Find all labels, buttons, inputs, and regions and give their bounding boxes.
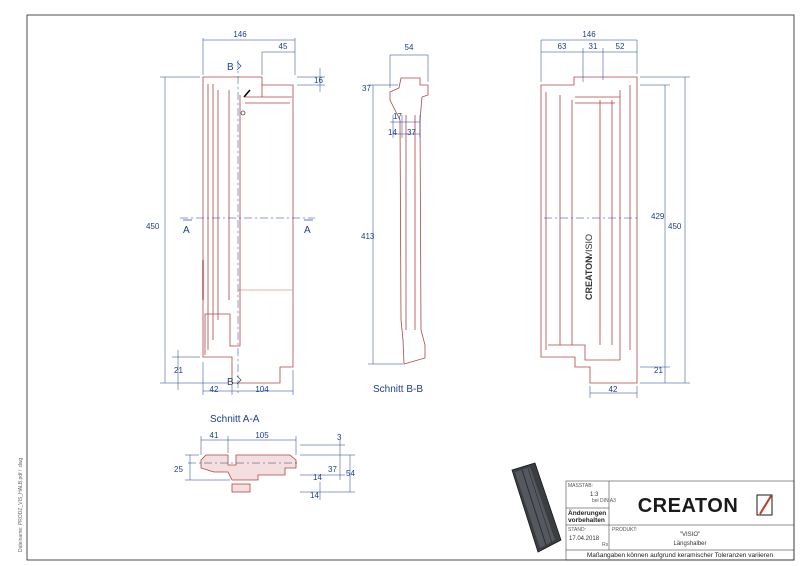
tolerance-footer: Maßangaben können aufgrund keramischer T… <box>587 552 774 559</box>
dim-aa-37: 37 <box>328 465 337 474</box>
dim-back-429: 429 <box>651 212 665 221</box>
tile-preview-image <box>511 462 562 553</box>
front-view <box>202 76 294 384</box>
creaton-logo: CREATON <box>638 495 739 517</box>
dim-bb-37: 37 <box>407 128 416 137</box>
section-aa-view <box>200 454 297 493</box>
dim-front-top-right: 45 <box>279 42 288 51</box>
section-mark-b-bottom: B <box>227 377 234 388</box>
dim-aa-105: 105 <box>255 431 269 440</box>
dim-back-450: 450 <box>668 222 682 231</box>
drawing-frame <box>26 14 795 561</box>
stand-value: 17.04.2018 <box>569 536 600 542</box>
dim-front-bottom-left: 21 <box>174 366 183 375</box>
back-product-embossing: VISIO <box>584 234 594 258</box>
dim-bb-14: 14 <box>388 128 397 137</box>
dim-back-bottom-width: 42 <box>609 385 618 394</box>
stand-label: STAND: <box>568 527 586 533</box>
section-mark-a-left: A <box>183 225 190 236</box>
back-brand-embossing: CREATON <box>584 256 594 300</box>
title-block <box>565 480 795 561</box>
changes-line-1: Änderungen <box>568 509 606 517</box>
scale-value: 1:3 <box>590 492 599 498</box>
product-value: "VISIO" <box>680 532 700 538</box>
dim-bb-top-width: 54 <box>405 43 414 52</box>
file-name-label: Dateiname: PRODZ_VIS_HALB.pdf / .dwg <box>18 458 24 552</box>
dim-back-bottom-right: 21 <box>654 366 663 375</box>
dim-aa-14a: 14 <box>313 473 322 482</box>
dim-back-63: 63 <box>558 42 567 51</box>
section-bb-view <box>389 77 429 365</box>
scale-note: bei DIN A3 <box>592 498 616 504</box>
back-view <box>540 76 638 384</box>
dim-aa-25: 25 <box>174 465 183 474</box>
product-sub: Längshalber <box>673 541 706 547</box>
section-aa-title: Schnitt A-A <box>210 414 260 425</box>
dim-bb-17: 17 <box>393 112 402 121</box>
section-mark-b-top: B <box>227 62 234 73</box>
dim-front-bottom-width-right: 104 <box>255 385 269 394</box>
stand-code: Rs <box>602 542 609 548</box>
dim-front-width: 146 <box>233 30 247 39</box>
scale-label: MASSTAB: <box>568 483 593 489</box>
section-bb-title: Schnitt B-B <box>373 384 423 395</box>
dim-back-31: 31 <box>589 42 598 51</box>
dim-bb-height: 413 <box>361 232 375 241</box>
dim-front-height: 450 <box>146 222 160 231</box>
dim-back-width: 146 <box>582 30 596 39</box>
dim-aa-14b: 14 <box>310 491 319 500</box>
dim-front-top-offset: 16 <box>314 76 323 85</box>
changes-line-2: vorbehalten <box>568 517 605 524</box>
dim-front-bottom-width-left: 42 <box>210 385 219 394</box>
dim-aa-54: 54 <box>346 469 355 478</box>
dim-back-52: 52 <box>616 42 625 51</box>
dim-aa-3: 3 <box>337 433 342 442</box>
dim-aa-41: 41 <box>210 431 219 440</box>
dim-bb-top-left: 37 <box>362 84 371 93</box>
creaton-logo-mark <box>756 494 773 516</box>
section-mark-a-right: A <box>304 225 311 236</box>
product-label: PRODUKT: <box>612 527 637 533</box>
